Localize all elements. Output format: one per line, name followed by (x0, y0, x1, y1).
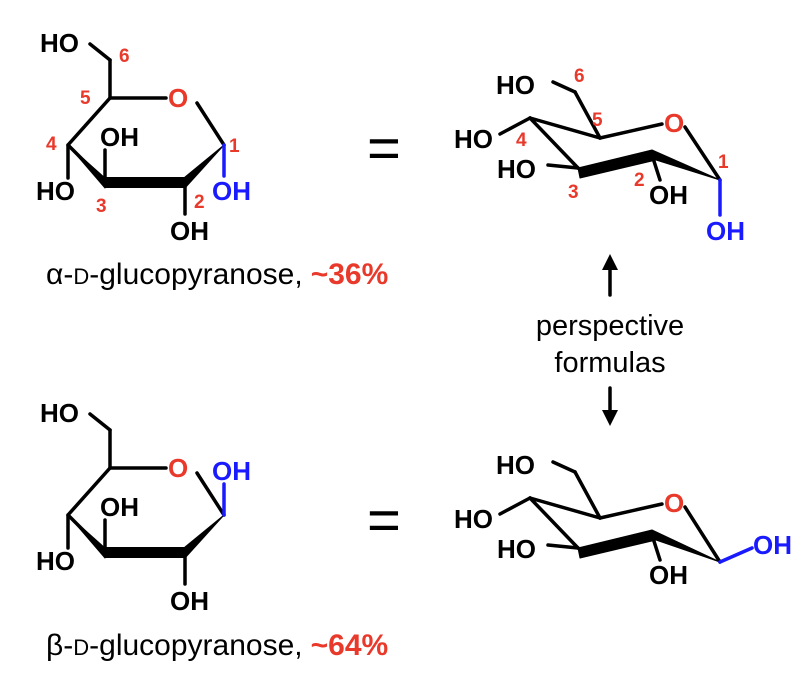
alpha-haworth-num-5: 5 (80, 88, 91, 109)
alpha-name-d: D (73, 264, 89, 289)
alpha-chair-wedge-c2-c1 (651, 149, 721, 181)
alpha-chair-num-4: 4 (516, 130, 527, 151)
up-arrow-icon (602, 254, 618, 270)
alpha-chair-ring-oxygen: O (664, 108, 684, 138)
beta-chair-oh3-label: HO (497, 534, 536, 564)
alpha-chair-bond-o-c1 (683, 125, 722, 182)
equals-sign-bottom: = (367, 488, 401, 553)
beta-haworth-bold-c3-c2 (105, 547, 185, 558)
beta-name-prefix: β- (46, 629, 73, 662)
alpha-haworth-bold-c3-c2 (105, 177, 185, 188)
beta-chair-bond-c1-oh (718, 546, 754, 564)
beta-haworth-wedge-c2-c1 (184, 514, 225, 559)
alpha-chair-bond-c4-oh (498, 116, 532, 136)
alpha-haworth-oh3-label: OH (100, 122, 139, 152)
beta-name-suffix: -glucopyranose, (89, 629, 302, 662)
alpha-haworth-ring-oxygen: O (168, 83, 188, 113)
alpha-chair-bond-c2-oh (650, 153, 662, 182)
alpha-chair-oh4-label: HO (454, 124, 493, 154)
beta-chair-bond-c4-c5 (528, 496, 602, 520)
beta-chair-oh2-label: OH (649, 560, 688, 590)
alpha-chair-bond-c3-oh (546, 163, 580, 170)
alpha-chair-bond-c4-c3 (528, 116, 580, 170)
alpha-chair-bond-c6-o (551, 80, 577, 94)
alpha-haworth-num-2: 2 (194, 192, 205, 213)
alpha-haworth-oh2-label: OH (170, 216, 209, 246)
alpha-haworth-structure: HO O OH HO OH OH 6 5 4 3 2 1 (36, 28, 251, 246)
beta-haworth-bond-c6-o (88, 412, 112, 432)
beta-haworth-oh3-label: OH (100, 492, 139, 522)
alpha-name-prefix: α- (46, 258, 73, 291)
beta-chair-bond-o-c1 (683, 505, 722, 564)
alpha-chair-ch2oh-label: HO (496, 70, 535, 100)
alpha-name-suffix: -glucopyranose, (89, 258, 302, 291)
beta-chair-ring-oxygen: O (664, 488, 684, 518)
alpha-percent: ~36% (311, 258, 389, 291)
alpha-haworth-num-6: 6 (119, 46, 130, 67)
beta-haworth-oh2-label: OH (170, 586, 209, 616)
alpha-chair-num-6: 6 (574, 66, 585, 87)
equals-sign-top: = (367, 116, 401, 181)
alpha-chair-oh2-label: OH (649, 180, 688, 210)
beta-name-d: D (73, 635, 89, 660)
beta-haworth-structure: HO O OH HO OH OH (36, 398, 251, 616)
beta-anomer-name: β-D-glucopyranose, ~64% (46, 629, 388, 662)
alpha-chair-structure: HO O HO HO OH OH 6 5 4 3 2 1 (454, 66, 745, 246)
beta-chair-bond-c6-o (551, 460, 577, 474)
beta-chair-bold-c3-c2 (577, 529, 657, 559)
beta-chair-wedge-c2-c1 (651, 529, 721, 563)
beta-chair-oh4-label: HO (454, 504, 493, 534)
down-arrow-icon (602, 410, 618, 426)
alpha-haworth-num-3: 3 (96, 196, 107, 217)
alpha-haworth-bond-o-c1 (195, 101, 226, 147)
beta-chair-structure: HO O HO HO OH OH (454, 450, 792, 590)
caption-line-1: perspective (536, 310, 684, 342)
alpha-chair-bond-c5-o (598, 122, 664, 140)
perspective-caption-group: perspective formulas (536, 254, 684, 426)
beta-chair-bond-c5-c6 (573, 470, 602, 520)
beta-chair-bond-c4-c3 (528, 496, 580, 550)
alpha-chair-oh1-label: OH (706, 216, 745, 246)
alpha-haworth-ch2oh-label: HO (40, 28, 79, 58)
caption-line-2: formulas (554, 347, 665, 379)
alpha-haworth-oh4-label: HO (36, 176, 75, 206)
beta-chair-bond-c3-oh (546, 543, 580, 550)
beta-haworth-oh4-label: HO (36, 546, 75, 576)
alpha-chair-bond-c5-c6 (573, 90, 602, 140)
beta-chair-bond-c2-oh (650, 533, 662, 562)
beta-chair-bond-c4-oh (498, 496, 532, 516)
alpha-chair-oh3-label: HO (497, 154, 536, 184)
alpha-chair-num-3: 3 (568, 182, 579, 203)
alpha-haworth-num-1: 1 (229, 136, 240, 157)
beta-haworth-bond-o-c1 (195, 471, 226, 517)
beta-chair-ch2oh-label: HO (496, 450, 535, 480)
beta-chair-bond-c5-o (598, 502, 664, 520)
alpha-chair-bond-c4-c5 (528, 116, 602, 140)
beta-haworth-ch2oh-label: HO (40, 398, 79, 428)
alpha-haworth-bond-c6-o (88, 42, 112, 62)
alpha-haworth-num-4: 4 (46, 134, 57, 155)
beta-haworth-ring-oxygen: O (168, 453, 188, 483)
alpha-chair-num-2: 2 (634, 170, 645, 191)
alpha-chair-num-1: 1 (718, 152, 729, 173)
alpha-chair-num-5: 5 (592, 110, 603, 131)
alpha-anomer-name: α-D-glucopyranose, ~36% (46, 258, 388, 291)
beta-haworth-oh1-label: OH (212, 456, 251, 486)
beta-chair-oh1-label: OH (753, 530, 792, 560)
beta-percent: ~64% (311, 629, 389, 662)
alpha-haworth-oh1-label: OH (212, 176, 251, 206)
